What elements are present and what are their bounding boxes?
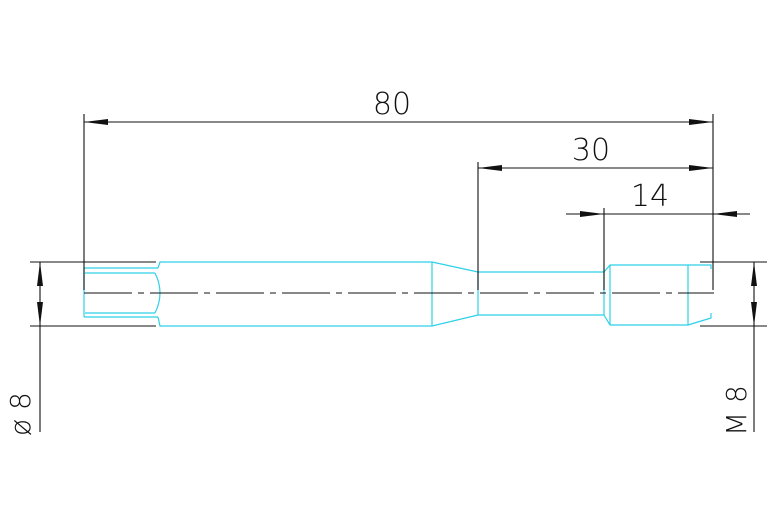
dim-overall-label: 80: [373, 87, 411, 122]
dimension-shank-diameter: [37, 262, 43, 326]
dimension-overall-length: [84, 119, 713, 125]
dim-thread-label: 14: [631, 179, 669, 214]
dim-thread-size-label: M 8: [720, 385, 753, 436]
extension-lines: [30, 114, 767, 432]
thread-section: [603, 264, 689, 326]
dimension-thread-length: [566, 211, 750, 217]
dim-neck-label: 30: [572, 133, 610, 168]
dim-shank-dia-label: ø 8: [4, 392, 37, 436]
shank: [157, 261, 433, 327]
part-outline: [83, 261, 712, 327]
dimension-thread-size: [751, 262, 757, 326]
dimension-neck-length: [478, 165, 713, 171]
neck-taper: [431, 261, 479, 327]
thread-tip: [687, 264, 712, 326]
